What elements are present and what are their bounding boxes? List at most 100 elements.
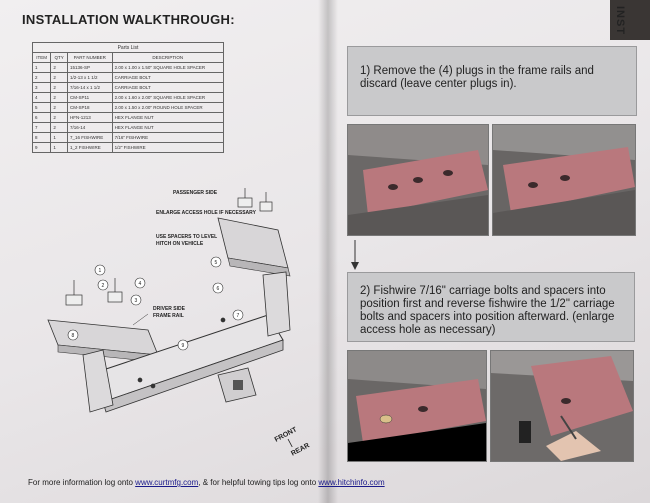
cell-description: CARRIAGE BOLT xyxy=(111,82,225,93)
dark-corner xyxy=(610,0,650,40)
cell-qty: 1 xyxy=(50,132,68,143)
cell-description: HEX FLANGE NUT xyxy=(111,112,225,123)
cell-description: 7/16" FISHWIRE xyxy=(111,132,225,143)
header-item: ITEM xyxy=(31,52,52,63)
cell-description: 2.00 x 1.00 x 1.50" SQUARE HOLE SPACER xyxy=(111,62,225,73)
page-heading: INSTALLATION WALKTHROUGH: xyxy=(22,12,235,27)
header-part-number: PART NUMBER xyxy=(66,52,113,63)
receiver-opening xyxy=(233,380,243,390)
cell-qty: 2 xyxy=(50,62,68,73)
label-rear: REAR xyxy=(290,442,311,457)
page-fold xyxy=(318,0,338,503)
step-2-photo-left xyxy=(347,350,487,462)
cell-description: CARRIAGE BOLT xyxy=(111,72,225,83)
down-arrow-icon xyxy=(351,240,359,270)
cell-description: 2.00 x 1.60 x 2.00" SQUARE HOLE SPACER xyxy=(111,92,225,103)
cell-description: 1/2" FISHWIRE xyxy=(111,142,225,153)
footer-prefix: For more information log onto xyxy=(28,478,133,487)
cell-part-number: 7/16-14 xyxy=(66,122,113,133)
callout-7: 7 xyxy=(237,313,240,319)
spacer xyxy=(65,294,83,306)
cell-item: 2 xyxy=(31,72,52,83)
parts-list-header: ITEM QTY PART NUMBER DESCRIPTION xyxy=(31,52,225,63)
spacer xyxy=(259,201,273,212)
step-1-box: 1) Remove the (4) plugs in the frame rai… xyxy=(347,46,637,116)
label-driver-line2: FRAME RAIL xyxy=(153,313,184,319)
cell-part-number: CM-SP18 xyxy=(66,102,113,113)
cell-qty: 2 xyxy=(50,82,68,93)
step-1-photo-right xyxy=(492,124,636,236)
cell-item: 1 xyxy=(31,62,52,73)
hitchinfo-link[interactable]: www.hitchinfo.com xyxy=(318,478,385,487)
label-spacers-line1: USE SPACERS TO LEVEL xyxy=(156,234,217,240)
cell-qty: 2 xyxy=(50,122,68,133)
label-front: FRONT xyxy=(274,426,299,444)
driver-bracket xyxy=(82,349,114,413)
cell-description: 2.00 x 1.50 x 2.00" ROUND HOLE SPACER xyxy=(111,102,225,113)
parts-list-caption: Parts List xyxy=(32,42,224,53)
label-passenger-side: PASSENGER SIDE xyxy=(173,190,218,196)
front-rear-indicator: FRONT REAR xyxy=(274,426,311,458)
cell-item: 6 xyxy=(31,112,52,123)
hitch-exploded-diagram: 1 2 3 4 5 6 7 8 9 PASSENGER SIDE ENLARGE… xyxy=(47,188,311,458)
callout-8: 8 xyxy=(72,333,75,339)
callout-2: 2 xyxy=(102,283,105,289)
step-1-text: 1) Remove the (4) plugs in the frame rai… xyxy=(360,65,594,90)
callouts: 1 2 3 4 5 6 7 8 9 xyxy=(67,256,244,351)
callout-5: 5 xyxy=(215,260,218,266)
spacer xyxy=(237,197,253,208)
footer-info: For more information log onto www.curtmf… xyxy=(28,478,385,487)
curtmfg-link[interactable]: www.curtmfg.com xyxy=(135,478,199,487)
hex-nut xyxy=(150,383,156,389)
passenger-bracket xyxy=(262,271,291,337)
cell-part-number: 15136-SP xyxy=(66,62,113,73)
callout-9: 9 xyxy=(182,343,185,349)
hardware-group xyxy=(65,188,273,389)
cell-item: 8 xyxy=(31,132,52,143)
cell-item: 3 xyxy=(31,82,52,93)
footer-middle: , & for helpful towing tips log onto xyxy=(198,478,317,487)
cell-part-number: 1/2-13 x 1 1/2 xyxy=(66,72,113,83)
callout-1: 1 xyxy=(99,268,102,274)
label-driver-line1: DRIVER SIDE xyxy=(153,306,186,312)
callout-3: 3 xyxy=(135,298,138,304)
step-2-box: 2) Fishwire 7/16" carriage bolts and spa… xyxy=(347,272,635,342)
cell-qty: 1 xyxy=(50,142,68,153)
cell-item: 4 xyxy=(31,92,52,103)
cell-part-number: 1_2 FISHWIRE xyxy=(66,142,113,153)
cell-item: 5 xyxy=(31,102,52,113)
hitch-tube-bottom xyxy=(102,339,284,413)
callout-4: 4 xyxy=(139,281,142,287)
cell-part-number: 7_16 FISHWIRE xyxy=(66,132,113,143)
next-page-heading: INST xyxy=(614,6,626,36)
header-qty: QTY xyxy=(50,52,68,63)
hex-nut xyxy=(220,317,226,323)
cell-qty: 2 xyxy=(50,92,68,103)
cell-part-number: CM-SP11 xyxy=(66,92,113,103)
cell-item: 9 xyxy=(31,142,52,153)
label-access-hole: ENLARGE ACCESS HOLE IF NECESSARY xyxy=(156,210,257,216)
parts-list-table: Parts List ITEM QTY PART NUMBER DESCRIPT… xyxy=(31,42,225,153)
cell-part-number: 7/16-14 x 1 1/2 xyxy=(66,82,113,93)
callout-6: 6 xyxy=(217,286,220,292)
step-1-photo-left xyxy=(347,124,489,236)
cell-qty: 2 xyxy=(50,112,68,123)
cell-part-number: HFN-1213 xyxy=(66,112,113,123)
cell-qty: 2 xyxy=(50,72,68,83)
cell-qty: 2 xyxy=(50,102,68,113)
header-description: DESCRIPTION xyxy=(111,52,225,63)
cell-item: 7 xyxy=(31,122,52,133)
step-2-text: 2) Fishwire 7/16" carriage bolts and spa… xyxy=(360,285,615,336)
cell-description: HEX FLANGE NUT xyxy=(111,122,225,133)
spacer xyxy=(107,291,123,303)
